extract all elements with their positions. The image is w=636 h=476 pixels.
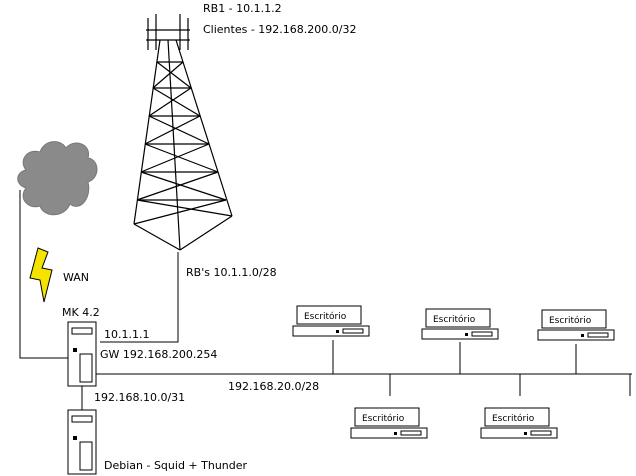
tower-label-rb1: RB1 - 10.1.1.2	[203, 2, 282, 15]
server-subnet-label: 192.168.10.0/31	[94, 391, 185, 404]
office-label-5: Escritório	[492, 413, 535, 424]
tower-label-clients: Clientes - 192.168.200.0/32	[203, 23, 356, 36]
wan-link	[19, 190, 68, 359]
lightning-bolt-icon	[29, 247, 53, 303]
radio-tower	[133, 14, 233, 251]
router-ip: 10.1.1.1	[104, 328, 149, 341]
router-name: MK 4.2	[62, 306, 100, 319]
server-label: Debian - Squid + Thunder	[104, 459, 248, 472]
wan-cloud	[17, 141, 98, 216]
tower-link	[100, 252, 179, 343]
tower-link-label: RB's 10.1.1.0/28	[186, 266, 277, 279]
office-label-2: Escritório	[433, 314, 476, 325]
office-label-1: Escritório	[304, 311, 347, 322]
wan-label: WAN	[63, 271, 89, 284]
office-label-3: Escritório	[549, 315, 592, 326]
office-workstation-4: Escritório	[350, 407, 428, 439]
server-device	[67, 409, 97, 475]
office-workstation-2: Escritório	[421, 308, 499, 340]
lan-subnet-label: 192.168.20.0/28	[228, 380, 319, 393]
office-workstation-5: Escritório	[480, 407, 558, 439]
office-workstation-1: Escritório	[292, 305, 370, 337]
router-device	[67, 321, 97, 387]
office-label-4: Escritório	[362, 413, 405, 424]
office-workstation-3: Escritório	[537, 309, 615, 341]
router-gateway: GW 192.168.200.254	[100, 348, 217, 361]
